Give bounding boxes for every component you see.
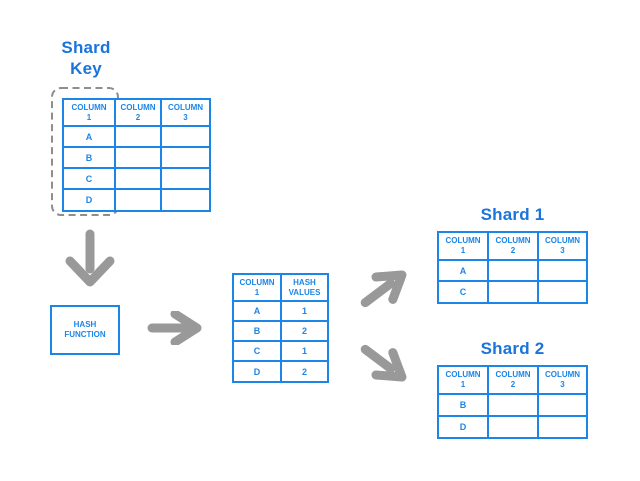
table-cell <box>116 148 162 169</box>
table-cell: B <box>234 322 282 342</box>
shard-key-title: Shard Key <box>61 38 111 78</box>
table-cell <box>116 169 162 190</box>
table-cell <box>116 127 162 148</box>
table-header-cell: COLUMN 1 <box>64 100 116 127</box>
shard-2-table: COLUMN 1 COLUMN 2 COLUMN 3 B D <box>437 365 588 439</box>
table-cell <box>489 261 539 282</box>
table-cell <box>539 395 586 417</box>
table-cell: C <box>439 282 489 302</box>
table-cell <box>489 417 539 437</box>
table-cell: B <box>439 395 489 417</box>
table-header-cell: COLUMN 1 <box>439 367 489 395</box>
table-cell <box>162 169 209 190</box>
table-header-cell: COLUMN 3 <box>539 367 586 395</box>
table-cell <box>489 395 539 417</box>
shard-1-title: Shard 1 <box>480 205 545 224</box>
table-cell <box>162 148 209 169</box>
shard-1-table: COLUMN 1 COLUMN 2 COLUMN 3 A C <box>437 231 588 304</box>
table-header-cell: COLUMN 2 <box>116 100 162 127</box>
table-cell: 2 <box>282 322 327 342</box>
table-header-cell: COLUMN 3 <box>162 100 209 127</box>
hash-values-table: COLUMN 1 HASH VALUES A 1 B 2 C 1 D 2 <box>232 273 329 383</box>
table-cell: D <box>64 190 116 210</box>
arrow-down-right-icon <box>360 344 407 382</box>
hash-function-box: HASH FUNCTION <box>50 305 120 355</box>
table-cell: D <box>439 417 489 437</box>
table-cell <box>539 282 586 302</box>
table-cell <box>489 282 539 302</box>
table-cell: A <box>234 302 282 322</box>
shard-key-table: COLUMN 1 COLUMN 2 COLUMN 3 A B C D <box>62 98 211 212</box>
table-header-cell: COLUMN 3 <box>539 233 586 261</box>
table-cell: A <box>64 127 116 148</box>
arrow-down-icon <box>65 229 115 287</box>
table-header-cell: COLUMN 2 <box>489 367 539 395</box>
arrow-up-right-icon <box>360 270 407 308</box>
table-cell: 1 <box>282 342 327 362</box>
table-cell: C <box>234 342 282 362</box>
table-cell <box>116 190 162 210</box>
table-header-cell: COLUMN 2 <box>489 233 539 261</box>
table-cell <box>162 190 209 210</box>
table-cell <box>539 261 586 282</box>
table-cell: 2 <box>301 366 307 377</box>
table-header-cell: HASH VALUES <box>282 275 327 302</box>
table-cell <box>539 417 586 437</box>
arrow-right-icon <box>147 311 202 345</box>
table-cell: A <box>439 261 489 282</box>
table-header-cell: COLUMN 1 <box>439 233 489 261</box>
table-cell: 1 <box>282 302 327 322</box>
shard-2-title: Shard 2 <box>480 339 545 358</box>
table-header-cell: COLUMN 1 <box>234 275 282 302</box>
table-cell <box>162 127 209 148</box>
table-cell: B <box>64 148 116 169</box>
table-cell: C <box>64 169 116 190</box>
table-cell: D <box>234 362 282 381</box>
